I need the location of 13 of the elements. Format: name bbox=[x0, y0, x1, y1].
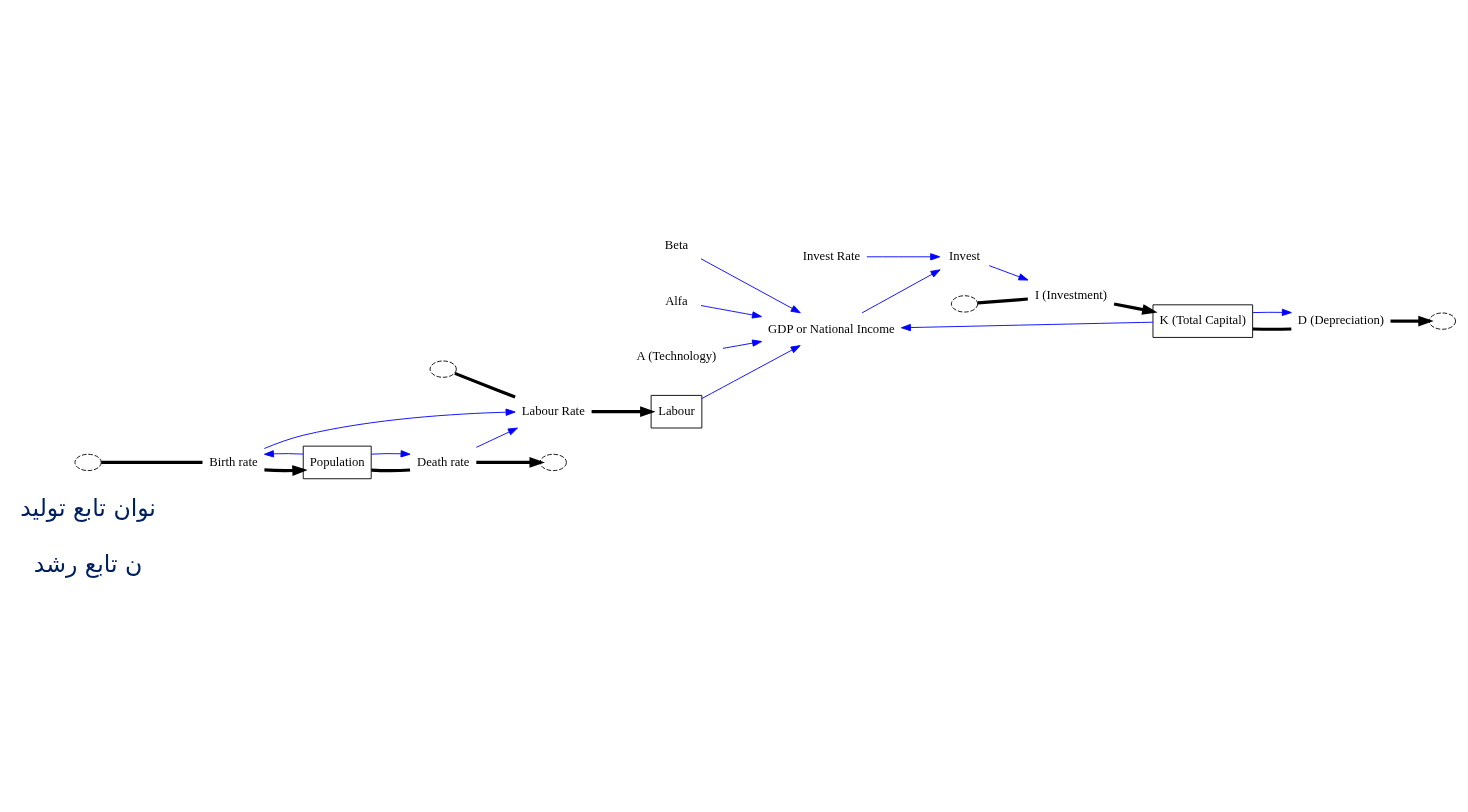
node-text: Invest Rate bbox=[802, 248, 861, 263]
node-text: Beta bbox=[664, 237, 689, 252]
node-text: Death rate bbox=[417, 454, 470, 469]
node-text: A (Technology) bbox=[636, 348, 717, 363]
node-text: Birth rate bbox=[209, 454, 258, 469]
node-text: Labour Rate bbox=[521, 403, 585, 418]
node-text: Alfa bbox=[665, 293, 688, 308]
node-text: D (Depreciation) bbox=[1297, 312, 1385, 327]
label: ن تابع رشد bbox=[33, 549, 143, 578]
label: نوان تابع تولید bbox=[20, 493, 156, 522]
node-text: I (Investment) bbox=[1034, 287, 1108, 302]
node-text: GDP or National Income bbox=[768, 321, 895, 336]
node-text: Invest bbox=[949, 248, 981, 263]
